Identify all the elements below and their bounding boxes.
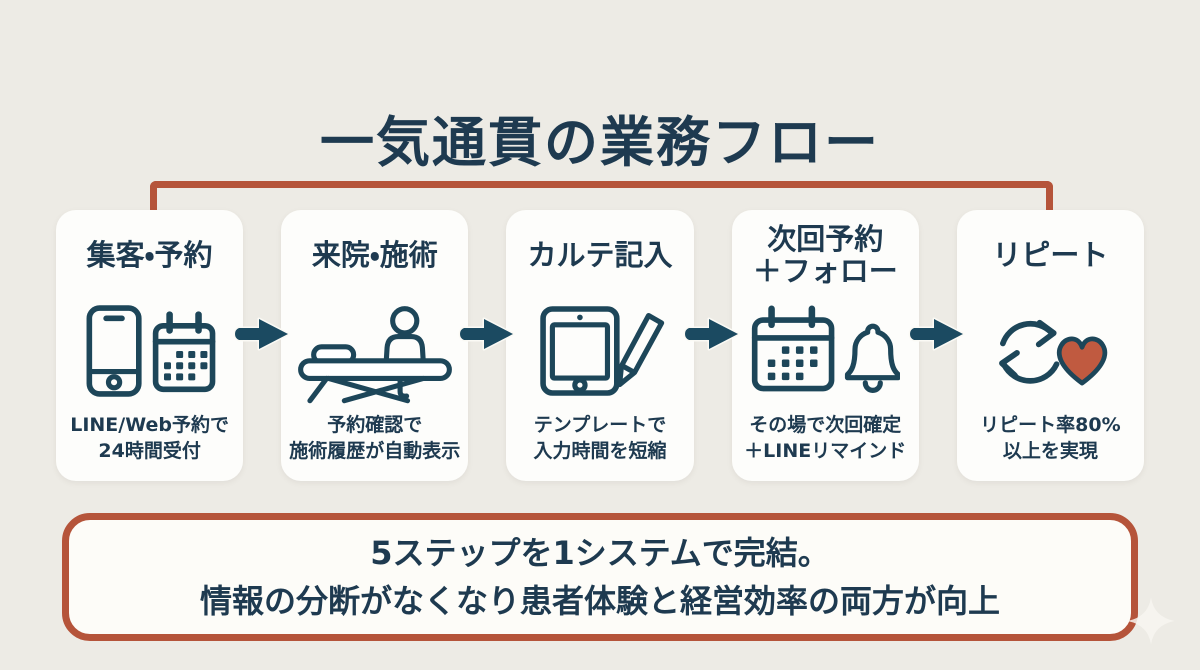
treatment-table-icon [297, 306, 452, 404]
bell-icon [845, 323, 901, 393]
flow-steps-row: 集客・予約 [56, 210, 1145, 481]
step-title: カルテ記入 [527, 237, 673, 272]
step-title: 集客・予約 [86, 237, 213, 272]
smartphone-calendar-icons [86, 305, 215, 397]
sparkle-icon [1127, 597, 1175, 645]
calendar-icon [752, 305, 835, 392]
repeat-heart-icons [999, 319, 1108, 386]
repeat-cycle-icon [999, 319, 1060, 384]
step-caption: LINE/Web予約で 24時間受付 [70, 414, 229, 463]
step-card-visit-treatment: 来院・施術 予約確認で 施術履歴が自動表示 [281, 210, 469, 481]
step-card-repeat: リピート リピート率80% 以上を実現 [956, 210, 1145, 481]
calendar-bell-icons [752, 305, 901, 393]
step-caption: リピート率80% 以上を実現 [980, 414, 1121, 463]
flow-arrow-icon [458, 317, 515, 351]
pen-icon [617, 312, 665, 388]
smartphone-icon [86, 305, 142, 397]
step-caption: その場で次回確定 ＋LINEリマインド [744, 414, 907, 463]
flow-arrow-icon [908, 317, 965, 351]
step-card-attract-reserve: 集客・予約 [56, 210, 244, 481]
step-caption: 予約確認で 施術履歴が自動表示 [289, 414, 461, 463]
step-title: 来院・施術 [311, 237, 438, 272]
summary-text: 5ステップを1システムで完結。 情報の分断がなくなり患者体験と経営効率の両方が向… [199, 534, 1000, 620]
tablet-pen-icons [540, 306, 665, 396]
step-caption: テンプレートで 入力時間を短縮 [533, 414, 667, 463]
calendar-icon [152, 311, 215, 393]
step-title: 次回予約 ＋フォロー [752, 221, 898, 288]
step-title: リピート [992, 237, 1109, 272]
page-title: 一気通貫の業務フロー [320, 111, 880, 175]
step-card-chart-entry: カルテ記入 テンプレートで 入力時間を短縮 [506, 210, 694, 481]
heart-icon [1057, 336, 1108, 386]
flow-arrow-icon [233, 317, 290, 351]
flow-arrow-icon [683, 317, 740, 351]
step-card-next-reservation-follow: 次回予約 ＋フォロー [731, 210, 919, 481]
tablet-icon [540, 306, 620, 396]
flow-bracket [150, 181, 1053, 222]
summary-box: 5ステップを1システムで完結。 情報の分断がなくなり患者体験と経営効率の両方が向… [62, 513, 1138, 641]
